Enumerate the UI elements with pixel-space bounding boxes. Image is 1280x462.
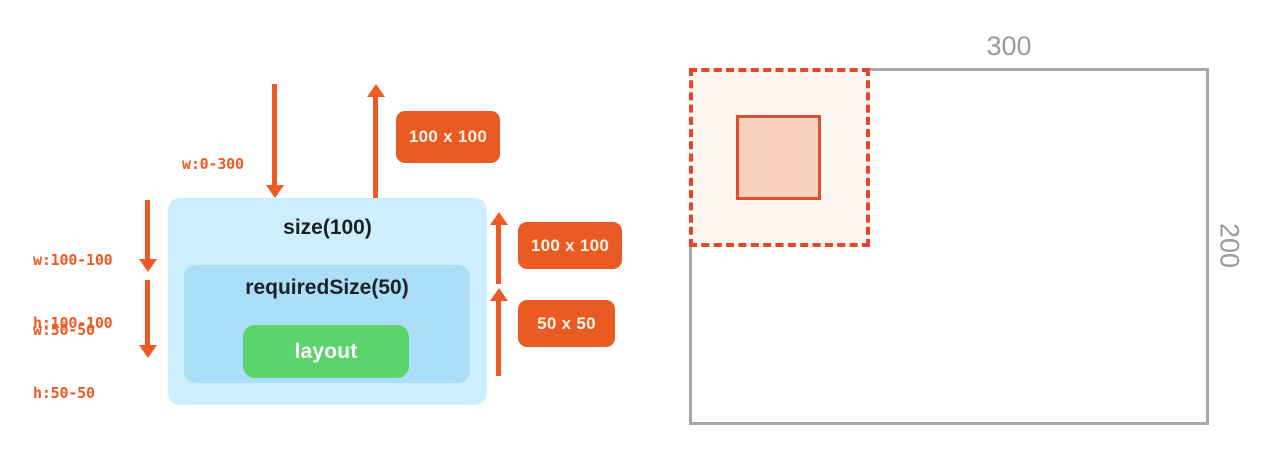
measured-rect xyxy=(736,115,821,200)
reported-size-arrow xyxy=(366,84,385,198)
arrow-head xyxy=(489,288,508,301)
required-size-report-up-arrow xyxy=(489,288,508,376)
arrow-shaft xyxy=(272,84,277,188)
layout-chip: layout xyxy=(243,325,409,378)
incoming-constraint-width: w:0-300 xyxy=(182,155,244,173)
size-pass-down-arrow xyxy=(138,200,157,272)
size-box-title: size(100) xyxy=(283,216,372,239)
arrow-shaft xyxy=(496,298,501,376)
arrow-shaft xyxy=(373,94,378,198)
badge-size-label: 100 x 100 xyxy=(530,235,610,255)
arrow-head xyxy=(489,212,508,225)
arrow-head xyxy=(138,345,157,358)
badge-top-reported-size: 100 x 100 xyxy=(396,111,500,163)
required-size-pass-down-arrow xyxy=(138,280,157,358)
layout-chip-label: layout xyxy=(294,339,358,363)
arrow-shaft xyxy=(496,222,501,284)
size-pass-width: w:100-100 xyxy=(33,251,113,269)
size-report-up-arrow xyxy=(489,212,508,284)
arrow-head xyxy=(265,185,284,198)
badge-required-size-label: 50 x 50 xyxy=(537,313,596,333)
arrow-head xyxy=(366,84,385,97)
required-size-box-title: requiredSize(50) xyxy=(245,276,409,299)
badge-required-size-report: 50 x 50 xyxy=(518,300,615,347)
required-size-pass-width: w:50-50 xyxy=(33,321,95,339)
canvas-panel: 300 200 xyxy=(660,0,1280,462)
required-size-pass-constraint-label: w:50-50 h:50-50 xyxy=(33,278,95,446)
arrow-shaft xyxy=(145,280,150,348)
constraint-flow-diagram: w:0-300 h:0-200 100 x 100 w:100-100 h:10… xyxy=(33,84,622,446)
size-pass-height: h:100-100 xyxy=(33,314,113,332)
required-size-pass-height: h:50-50 xyxy=(33,384,95,402)
size-box: size(100) requiredSize(50) layout xyxy=(168,198,487,405)
canvas-width-label: 300 xyxy=(986,31,1032,61)
canvas-height-label: 200 xyxy=(1214,222,1245,269)
required-size-box: requiredSize(50) layout xyxy=(184,265,470,383)
arrow-shaft xyxy=(145,200,150,262)
incoming-constraint-arrow xyxy=(265,84,284,198)
badge-size-report: 100 x 100 xyxy=(518,222,622,269)
badge-top-label: 100 x 100 xyxy=(408,127,488,146)
size-pass-constraint-label: w:100-100 h:100-100 xyxy=(33,208,113,376)
arrow-head xyxy=(138,259,157,272)
